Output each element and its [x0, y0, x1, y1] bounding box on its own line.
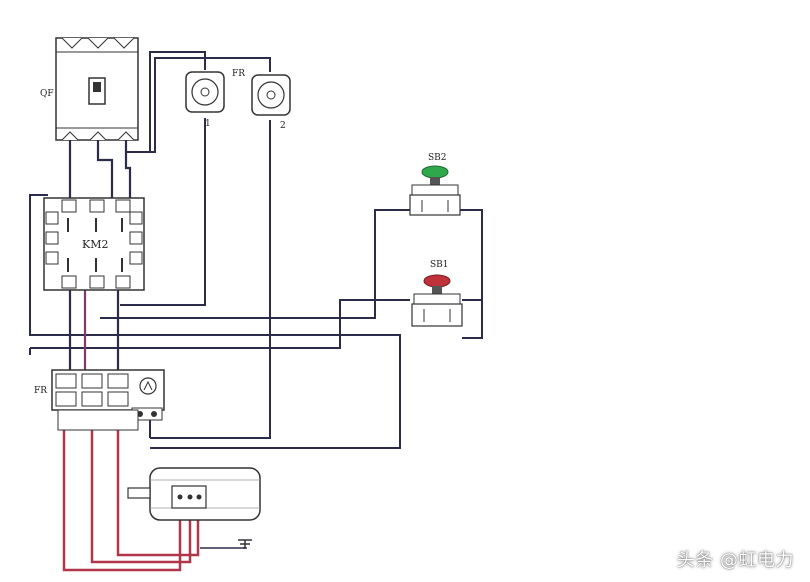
control-wires — [29, 51, 483, 449]
pushbutton-red-icon[interactable] — [423, 274, 451, 288]
wire-km2-to-sb2 — [100, 209, 410, 319]
watermark: 头条 @虹电力 — [676, 550, 794, 571]
fuse-1: 1 — [185, 71, 225, 129]
ground-icon — [238, 539, 252, 549]
motor-icon — [127, 467, 261, 521]
pushbutton-green-icon[interactable] — [421, 165, 449, 179]
fuse-2: 2 — [251, 74, 291, 131]
contactor-top-terminals — [61, 199, 131, 213]
power-wires-middle — [68, 290, 120, 375]
ground-wire — [200, 540, 246, 549]
breaker-top-terminals — [61, 37, 135, 49]
wire-left-loop — [29, 194, 401, 449]
contactor-bottom-terminals — [61, 275, 131, 289]
contactor-side-terminals — [45, 211, 143, 265]
breaker-qf: QF — [40, 37, 139, 141]
start-button-sb2[interactable]: SB2 — [409, 153, 461, 216]
contactor-label: KM2 — [82, 238, 108, 251]
stop-button-sb1[interactable]: SB1 — [411, 260, 463, 327]
contactor-contacts — [67, 218, 123, 272]
fuse-1-number: 1 — [205, 119, 211, 129]
contactor-km2: KM2 — [43, 197, 145, 291]
power-wires-lower — [62, 405, 200, 572]
wire-sb1-to-bus — [30, 299, 410, 349]
breaker-label: QF — [40, 89, 54, 99]
fuses-label: FR — [232, 69, 245, 79]
wire-qf-to-fuse2 — [125, 57, 271, 153]
wire-sb2-sb1-loop — [460, 209, 483, 301]
wire-sb1-right — [462, 300, 483, 339]
wire-fuse2-down — [150, 120, 271, 439]
fuse-2-number: 2 — [280, 121, 286, 131]
overload-relay-fr: FR — [34, 369, 165, 431]
wire-fuse1-down — [120, 118, 206, 306]
power-wires-upper — [68, 140, 132, 200]
start-button-label: SB2 — [428, 153, 447, 163]
relay-dial-icon[interactable] — [139, 377, 157, 395]
overload-relay-label: FR — [34, 386, 47, 396]
breaker-bottom-terminals — [61, 131, 135, 141]
stop-button-label: SB1 — [430, 260, 449, 270]
